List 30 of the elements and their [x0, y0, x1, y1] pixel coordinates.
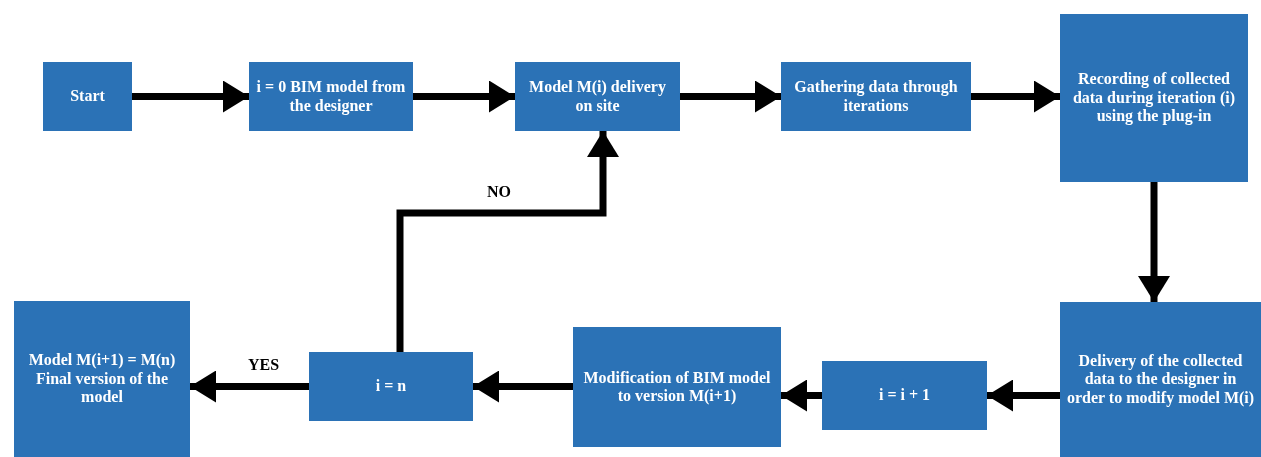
box-text: Delivery of the collected data to the designer in order to modify model M(i) — [1066, 351, 1255, 408]
process-box — [1060, 14, 1248, 182]
box-text: i = n — [375, 377, 407, 396]
process-box — [14, 301, 190, 457]
box-text: Model M(i+1) = M(n) Final version of the model — [27, 351, 177, 407]
process-box — [822, 361, 987, 430]
arrow — [396, 131, 619, 352]
process-box — [249, 62, 413, 131]
arrow — [680, 80, 781, 113]
box-text: Gathering data through iterations — [793, 78, 959, 115]
process-box — [573, 327, 781, 447]
arrow — [473, 370, 573, 403]
box-text: Start — [70, 87, 105, 106]
box-text: Modification of BIM model to version M(i+1) — [582, 368, 772, 406]
arrow — [987, 379, 1060, 412]
arrow — [781, 379, 822, 412]
box-text: i = i + 1 — [878, 386, 931, 405]
arrow — [190, 370, 309, 403]
arrow — [132, 80, 249, 113]
box-text: i = 0 BIM model from the designer — [255, 78, 407, 115]
arrow — [971, 80, 1060, 113]
process-box — [43, 62, 132, 131]
process-box — [515, 62, 680, 131]
arrow — [413, 80, 515, 113]
process-box — [781, 62, 971, 131]
arrow — [1138, 182, 1170, 302]
process-box — [1060, 302, 1261, 457]
box-text: Recording of collected data during iteration (i) using the plug-in — [1071, 70, 1237, 126]
process-box — [309, 352, 473, 421]
box-text: Model M(i) delivery on site — [528, 78, 667, 115]
